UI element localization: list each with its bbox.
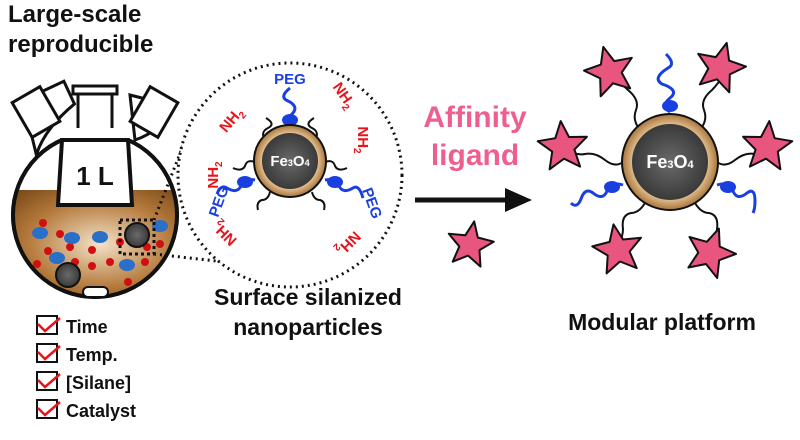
caption-right: Modular platform — [568, 309, 756, 335]
affinity-ligand-star-icon — [536, 120, 588, 171]
affinity-ligand-star-icon — [697, 41, 747, 94]
checklist-item: Temp. — [36, 343, 118, 365]
affinity-ligand-star-icon — [583, 45, 633, 98]
amine-label: NH2 — [351, 126, 371, 154]
checklist-label: Catalyst — [66, 401, 136, 421]
peg-label: PEG — [274, 71, 306, 88]
check-mark-icon — [37, 345, 61, 361]
checklist-item: [Silane] — [36, 371, 131, 393]
affinity-ligand-star-icon — [591, 223, 642, 275]
title-line2: reproducible — [8, 31, 153, 58]
affinity-ligand-star-icon — [447, 220, 495, 268]
caption-left-line1: Surface silanized — [214, 284, 402, 310]
core-label-left: Fe3O4 — [270, 153, 309, 170]
check-mark-icon — [37, 373, 61, 389]
affinity-ligand-star-icon — [742, 120, 794, 171]
check-mark-icon — [37, 317, 61, 333]
modular-nanoparticle: Fe3O4 — [566, 52, 774, 246]
title-line1: Large-scale — [8, 1, 141, 28]
reaction-arrow — [415, 188, 532, 212]
caption-left-line2: nanoparticles — [233, 314, 383, 340]
zoom-connector — [152, 127, 226, 264]
checklist-item: Catalyst — [36, 399, 136, 421]
check-mark-icon — [37, 401, 61, 417]
flask-icon: 1 L — [10, 79, 180, 299]
core-label-right: Fe3O4 — [646, 152, 694, 172]
arrow-label-line1: Affinity — [423, 101, 527, 134]
checklist-label: [Silane] — [66, 373, 131, 393]
flask-volume-label: 1 L — [76, 161, 114, 191]
checklist-label: Time — [66, 317, 108, 337]
checklist-label: Temp. — [66, 345, 118, 365]
checklist-item: Time — [36, 315, 108, 337]
amine-label: NH2 — [205, 161, 225, 189]
affinity-ligand-star-icon — [687, 227, 737, 279]
arrow-label-line2: ligand — [431, 139, 519, 172]
